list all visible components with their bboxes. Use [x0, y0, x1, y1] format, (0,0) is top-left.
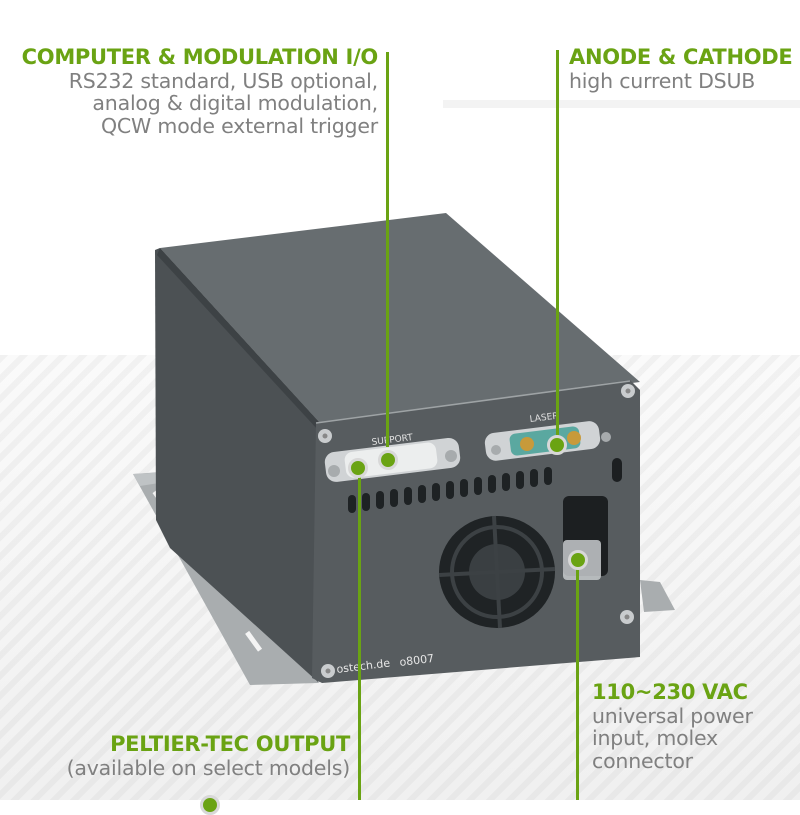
leader-line-anode	[556, 50, 559, 442]
laser-label: LASER	[529, 412, 559, 425]
vent-slots	[348, 467, 552, 513]
callout-computer-io-line: RS232 standard, USB optional,	[68, 68, 378, 93]
leader-line-computer-io	[386, 52, 389, 447]
device-side	[155, 248, 320, 682]
callout-computer-io-title: COMPUTER & MODULATION I/O	[21, 45, 379, 69]
callout-dot-computer-io	[378, 450, 398, 470]
callout-power-line: universal power	[592, 703, 753, 728]
leader-line-peltier	[358, 468, 361, 800]
callout-dot-power	[568, 550, 588, 570]
callout-computer-io-line: QCW mode external trigger	[101, 114, 378, 139]
callout-anode-cathode: ANODE & CATHODE high current DSUB	[569, 45, 793, 93]
callout-computer-io: COMPUTER & MODULATION I/O RS232 standard…	[0, 45, 379, 139]
callout-anode-cathode-line: high current DSUB	[569, 68, 756, 93]
callout-anode-cathode-title: ANODE & CATHODE	[569, 45, 793, 69]
callout-power-line: connector	[592, 749, 693, 774]
callout-dot-offscreen	[200, 795, 220, 815]
model-text: o8007	[399, 652, 435, 669]
callout-peltier-line: (available on select models)	[66, 755, 351, 780]
callout-dot-peltier	[348, 458, 368, 478]
callout-power-line: input, molex	[592, 726, 718, 751]
callout-computer-io-line: analog & digital modulation,	[92, 91, 378, 116]
right-mounting-flange	[640, 580, 675, 612]
callout-power: 110~230 VAC universal power input, molex…	[592, 680, 753, 774]
background-shelf	[443, 100, 800, 108]
callout-dot-anode	[547, 435, 567, 455]
cooling-fan-icon	[438, 515, 556, 629]
callout-power-title: 110~230 VAC	[592, 680, 748, 704]
device-top	[160, 213, 640, 423]
leader-line-power	[576, 565, 579, 800]
callout-peltier: PELTIER-TEC OUTPUT (available on select …	[0, 732, 351, 780]
callout-peltier-title: PELTIER-TEC OUTPUT	[110, 732, 350, 756]
